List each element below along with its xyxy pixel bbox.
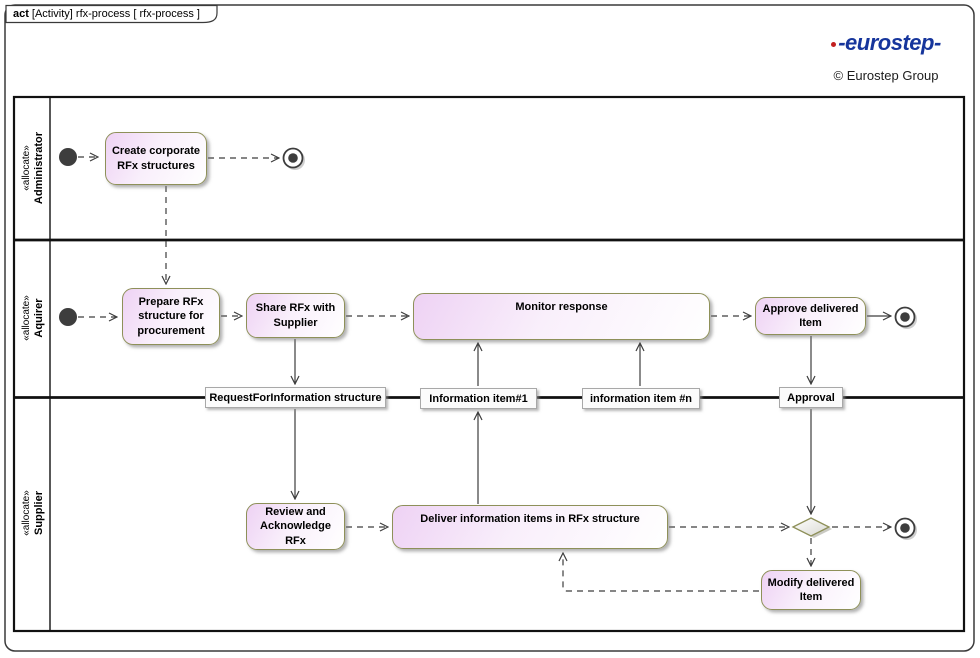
final-node-supplier bbox=[894, 517, 917, 540]
action-approve-delivered-item: Approve delivered Item bbox=[755, 297, 866, 335]
lane-name: Aquirer bbox=[32, 298, 45, 338]
action-review-acknowledge-rfx: Review and Acknowledge RFx bbox=[246, 503, 345, 550]
action-monitor-response: Monitor response bbox=[413, 293, 710, 340]
frame-title: act[Activity] rfx-process [ rfx-process … bbox=[13, 8, 200, 20]
lane-label-aquirer: «allocate» Aquirer bbox=[21, 295, 45, 341]
action-create-corporate-rfx: Create corporate RFx structures bbox=[105, 132, 207, 185]
lane-stereotype: «allocate» bbox=[20, 490, 32, 536]
initial-node-aquirer bbox=[59, 308, 77, 326]
final-node-aquirer bbox=[894, 306, 917, 329]
logo-red-dot-icon bbox=[831, 42, 837, 47]
action-modify-delivered-item: Modify delivered Item bbox=[761, 570, 861, 610]
copyright-text: © Eurostep Group bbox=[833, 68, 939, 83]
action-deliver-information-items: Deliver information items in RFx structu… bbox=[392, 505, 668, 549]
object-approval: Approval bbox=[779, 387, 843, 408]
frame-title-text: [Activity] rfx-process [ rfx-process ] bbox=[31, 8, 200, 20]
action-prepare-rfx-structure: Prepare RFx structure for procurement bbox=[122, 288, 220, 345]
edge-modify-to-deliver-loop bbox=[563, 553, 759, 592]
eurostep-logo: -eurostep- bbox=[818, 30, 954, 56]
lane-name: Supplier bbox=[32, 491, 45, 536]
lane-name: Administrator bbox=[32, 131, 45, 205]
action-share-rfx: Share RFx with Supplier bbox=[246, 293, 345, 338]
initial-node-administrator bbox=[59, 148, 77, 166]
object-requestforinformation-structure: RequestForInformation structure bbox=[205, 387, 386, 408]
decision-node bbox=[791, 517, 832, 538]
object-information-item-n: information item #n bbox=[582, 388, 700, 409]
lane-label-supplier: «allocate» Supplier bbox=[21, 490, 45, 536]
frame-title-tab bbox=[5, 4, 218, 24]
lane-label-administrator: «allocate» Administrator bbox=[21, 132, 45, 204]
control-nodes bbox=[59, 147, 917, 540]
object-information-item-1: Information item#1 bbox=[420, 388, 537, 409]
lane-stereotype: «allocate» bbox=[20, 295, 32, 341]
logo-text: -eurostep- bbox=[838, 30, 941, 55]
final-node-administrator bbox=[282, 147, 305, 170]
lane-stereotype: «allocate» bbox=[20, 145, 32, 191]
frame-title-keyword: act bbox=[13, 8, 29, 20]
